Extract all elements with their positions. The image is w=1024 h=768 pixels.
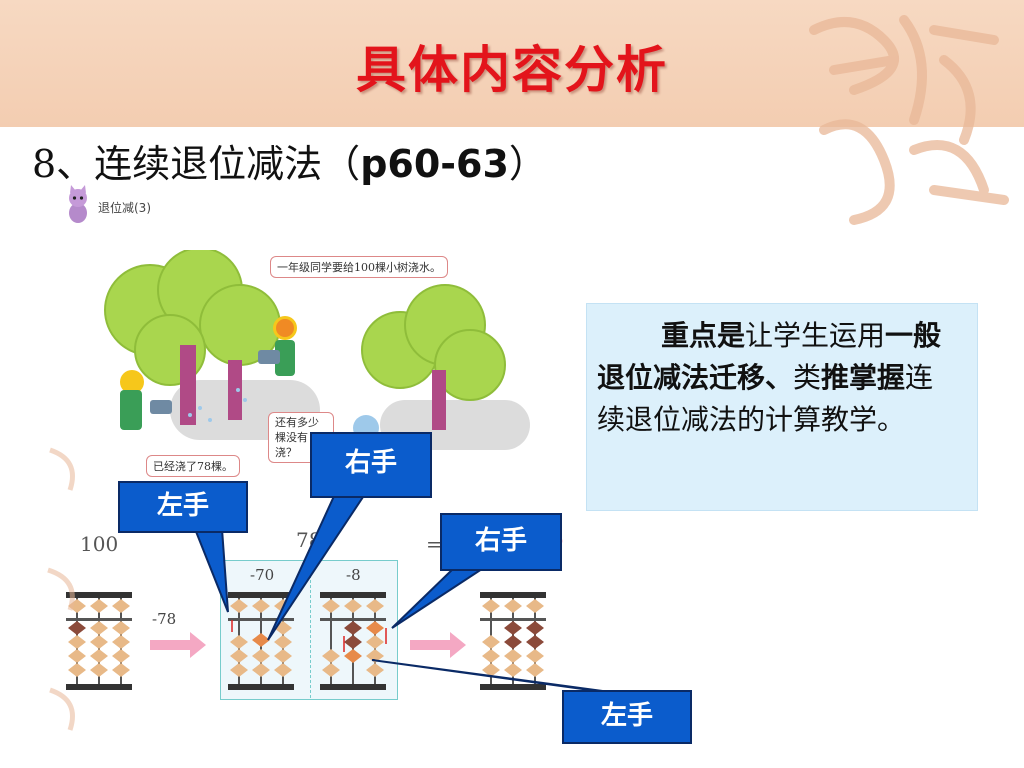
heading-pages: p60-63 — [360, 142, 509, 186]
note-part-6: 连续退位减法的计算教学。 — [597, 361, 934, 436]
note-part-4: 类 — [793, 361, 822, 394]
speech-bubble-watered: 已经浇了78棵。 — [146, 455, 240, 477]
section-tag: 退位减(3) — [98, 201, 151, 215]
decorative-calligraphy-watermark — [809, 15, 1009, 225]
note-part-3: 一般退位减法迁移、 — [597, 319, 942, 394]
note-part-1: 重点是 — [661, 319, 746, 352]
cat-mascot-icon — [69, 185, 87, 223]
step-minus-8-label: -8 — [346, 566, 361, 584]
callout-left-hand-1-pointer — [193, 528, 229, 613]
note-part-2: 让学生运用 — [745, 319, 886, 352]
equation-minuend: 100 — [80, 532, 119, 556]
callout-left-hand-1: 左手 — [118, 481, 248, 533]
slide-title: 具体内容分析 — [356, 40, 668, 99]
abacus-minus-70 — [227, 591, 295, 691]
key-point-note — [586, 303, 978, 511]
callout-right-hand-1: 右手 — [310, 432, 432, 498]
decorative-left-watermark — [47, 447, 75, 731]
heading-prefix: 8、连续退位减法（ — [32, 142, 361, 186]
callout-right-hand-2: 右手 — [440, 513, 562, 571]
section-heading: 8、连续退位减法（p60-63） — [32, 133, 547, 188]
abacus-minus-8 — [319, 591, 387, 691]
step-minus-78-label: -78 — [152, 610, 177, 628]
note-part-5: 推掌握 — [821, 361, 906, 394]
abacus-steps-divider — [310, 560, 311, 698]
speech-bubble-task: 一年级同学要给100棵小树浇水。 — [270, 256, 448, 278]
step-minus-70-label: -70 — [250, 566, 275, 584]
heading-suffix: ） — [508, 142, 547, 186]
callout-left-hand-2: 左手 — [562, 690, 692, 744]
equation-equals: = — [426, 532, 443, 556]
callout-right-hand-2-pointer — [391, 566, 489, 629]
key-point-text: 重点是让学生运用一般退位减法迁移、类推掌握连续退位减法的计算教学。 — [597, 315, 947, 441]
